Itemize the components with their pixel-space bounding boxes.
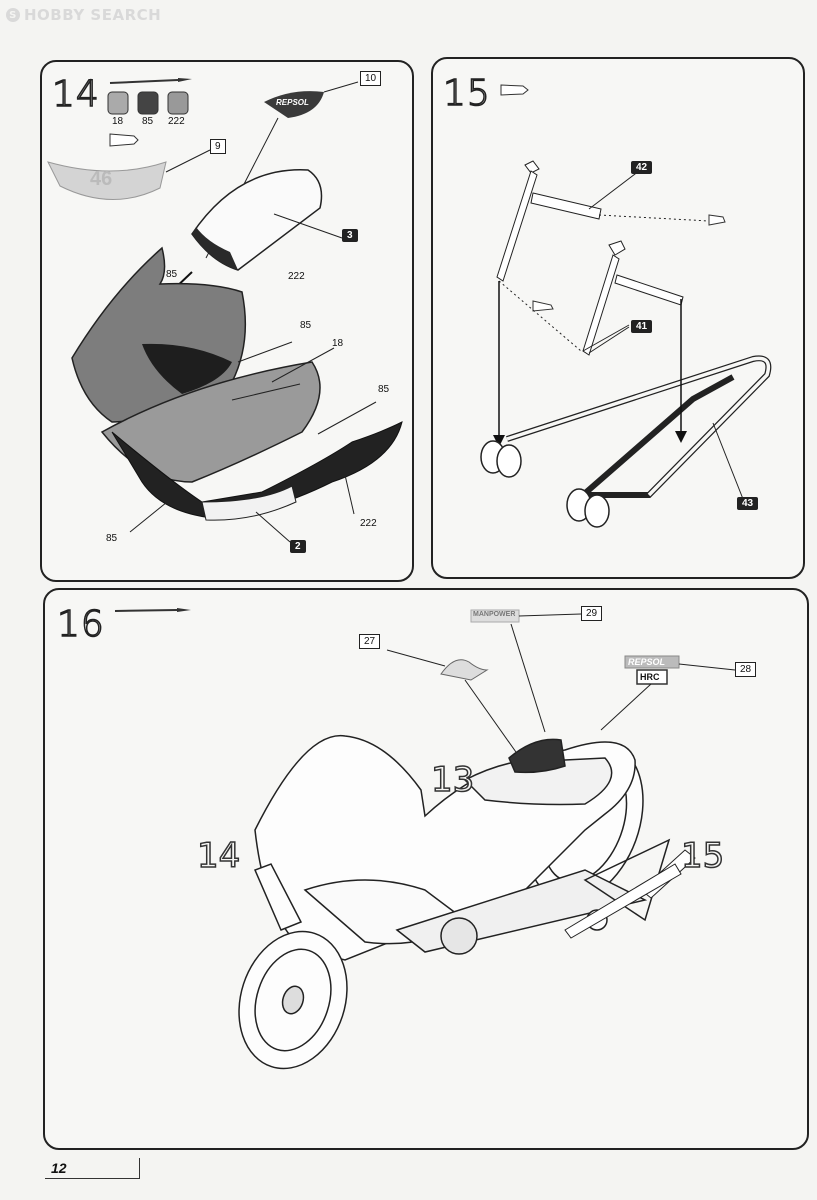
page-number: 12 — [45, 1158, 140, 1179]
step-14-illustration — [47, 78, 403, 543]
glue-tube-icon — [109, 133, 139, 147]
step-15-panel: 15 — [431, 57, 805, 579]
manpower-decal-text: MANPOWER — [473, 611, 516, 618]
repsol-decal-text: REPSOL — [628, 657, 666, 667]
part-number-41: 41 — [631, 320, 653, 333]
watermark-text: HOBBY SEARCH — [24, 6, 162, 24]
step-number: 16 — [56, 603, 105, 646]
brush-icon — [114, 608, 191, 612]
nose-decal-shape — [47, 161, 167, 200]
color-callout: 85 — [300, 320, 312, 331]
step-callout-15: 15 — [680, 835, 725, 877]
decal-number-9: 9 — [210, 139, 226, 154]
stand-frame-43 — [506, 356, 771, 497]
step-16-panel: 16 — [43, 588, 809, 1150]
step-callout-14: 14 — [196, 835, 241, 877]
color-callout: 85 — [166, 269, 178, 280]
step-14-panel: 14 — [40, 60, 414, 582]
number-decal-text: 46 — [90, 168, 113, 190]
step-16-illustration — [114, 608, 736, 1070]
glue-tube-icon — [500, 84, 529, 96]
watermark-logo-icon: S — [6, 8, 20, 22]
part-number-2: 2 — [290, 540, 306, 553]
step-callout-13: 13 — [430, 759, 475, 801]
part-number-42: 42 — [631, 161, 653, 174]
paint-code: 18 — [112, 116, 124, 127]
color-callout: 18 — [332, 338, 344, 349]
watermark: S HOBBY SEARCH — [6, 5, 161, 25]
color-callout: 85 — [106, 533, 118, 544]
decal-number-10: 10 — [360, 71, 382, 86]
wheel-icon — [480, 440, 610, 528]
brush-icon — [109, 78, 192, 84]
hrc-decal-text: HRC — [640, 672, 660, 682]
paint-jar-icon — [107, 91, 189, 115]
step-15-illustration — [480, 84, 772, 528]
stand-bar-42 — [530, 192, 602, 220]
decal-27-shape — [440, 659, 489, 681]
visor-decal-shape — [264, 91, 324, 118]
paint-code: 222 — [168, 116, 185, 127]
part-number-3: 3 — [342, 229, 358, 242]
repsol-decal-text: REPSOL — [276, 98, 309, 107]
color-callout: 222 — [360, 518, 377, 529]
decal-number-29: 29 — [581, 606, 603, 621]
color-callout: 222 — [288, 271, 305, 282]
decal-number-27: 27 — [359, 634, 381, 649]
decal-number-28: 28 — [735, 662, 757, 677]
step-number: 14 — [51, 73, 100, 116]
decal-28-shape — [624, 655, 680, 669]
paint-code: 85 — [142, 116, 154, 127]
step-number: 15 — [442, 72, 491, 115]
color-callout: 85 — [378, 384, 390, 395]
part-number-43: 43 — [737, 497, 759, 510]
stand-upright — [496, 170, 538, 282]
